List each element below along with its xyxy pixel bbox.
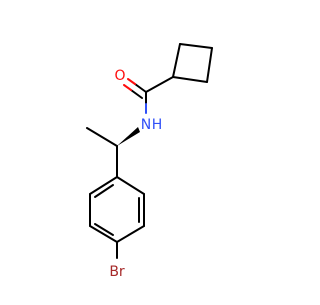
methyl-bond [86, 127, 118, 147]
bond [206, 47, 213, 83]
bond [145, 76, 174, 93]
hydrogen-label: H [152, 117, 163, 133]
structure-canvas: O N H Br [0, 0, 300, 300]
carbonyl-double-bond [123, 78, 147, 99]
nitrogen-label: N [141, 117, 151, 133]
molecule-diagram: O N H Br [0, 0, 300, 300]
cyclobutane-ring [172, 43, 213, 83]
bromine-label: Br [109, 264, 125, 280]
wedge-bond [117, 127, 140, 146]
bond [172, 43, 181, 78]
background [0, 0, 300, 300]
bond [179, 43, 213, 49]
oxygen-label: O [114, 68, 125, 84]
benzene-ring [89, 176, 145, 243]
bond [172, 76, 208, 83]
